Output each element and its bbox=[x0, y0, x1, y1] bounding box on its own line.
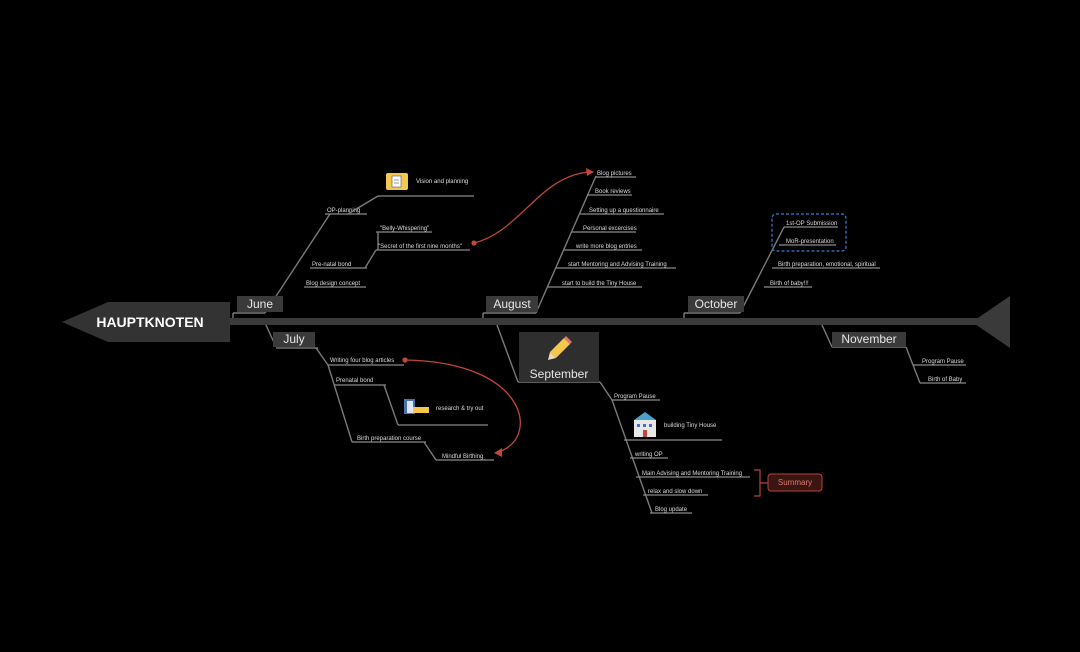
branch-september: September Program Pause building Tiny Ho… bbox=[496, 324, 823, 514]
building-icon bbox=[634, 412, 656, 437]
branch-july: July Writing four blog articles Prenatal… bbox=[265, 324, 494, 461]
month-august-label: August bbox=[493, 297, 531, 311]
relationship-secret-to-blog-pictures[interactable] bbox=[471, 168, 594, 246]
book-icon bbox=[404, 399, 429, 414]
summary-label: Summary bbox=[778, 478, 812, 487]
central-topic-label: HAUPTKNOTEN bbox=[96, 314, 203, 330]
month-september-label: September bbox=[530, 367, 589, 381]
spine bbox=[225, 318, 980, 325]
summary-box[interactable] bbox=[767, 473, 823, 492]
tail bbox=[972, 296, 1010, 348]
month-october[interactable] bbox=[688, 296, 744, 312]
node-secret[interactable]: "Secret of the first nine months" bbox=[378, 244, 462, 250]
node-prenatal-bond-july[interactable]: Prenatal bond bbox=[336, 378, 373, 384]
node-mor-presentation[interactable]: MoR-presentation bbox=[786, 239, 834, 245]
branch-november: November Program Pause Birth of Baby bbox=[821, 324, 966, 384]
month-september[interactable] bbox=[519, 332, 599, 382]
month-june[interactable] bbox=[237, 296, 283, 312]
node-op-planning[interactable]: OP-planning bbox=[327, 208, 360, 214]
node-more-blog-entries[interactable]: write more blog entries bbox=[575, 244, 637, 250]
month-july-label: July bbox=[283, 332, 304, 346]
boundary-box bbox=[771, 213, 847, 252]
central-topic[interactable]: HAUPTKNOTEN bbox=[62, 302, 230, 342]
node-mindful-birthing[interactable]: Mindful Birthing bbox=[442, 454, 483, 460]
month-october-label: October bbox=[695, 297, 738, 311]
month-june-label: June bbox=[247, 297, 273, 311]
pencil-icon bbox=[548, 336, 572, 360]
branch-october: October 1st-OP Submission MoR-presentati… bbox=[683, 213, 880, 318]
node-writing-op[interactable]: writing OP bbox=[634, 452, 663, 458]
node-op-submission[interactable]: 1st-OP Submission bbox=[786, 221, 837, 227]
node-tiny-house-start[interactable]: start to build the Tiny House bbox=[562, 281, 637, 287]
node-book-reviews[interactable]: Book reviews bbox=[595, 189, 631, 195]
summary-bracket bbox=[754, 469, 768, 497]
month-august[interactable] bbox=[486, 296, 538, 312]
node-research[interactable]: research & try out bbox=[436, 406, 484, 412]
node-belly-whispering[interactable]: "Belly-Whispering" bbox=[380, 226, 429, 232]
node-program-pause-sep[interactable]: Program Pause bbox=[614, 394, 656, 400]
node-birth-of-baby-nov[interactable]: Birth of Baby bbox=[928, 377, 962, 383]
node-vision[interactable]: Vision and planning bbox=[416, 179, 468, 185]
month-july[interactable] bbox=[273, 332, 315, 347]
node-birth-of-baby-oct[interactable]: Birth of baby!!! bbox=[770, 281, 809, 287]
node-personal-exercises[interactable]: Personal excercises bbox=[583, 226, 637, 232]
node-birth-course[interactable]: Birth preparation course bbox=[357, 436, 422, 442]
node-blog-pictures[interactable]: Blog pictures bbox=[597, 171, 632, 177]
node-main-training[interactable]: Main Advising and Mentoring Training bbox=[642, 471, 742, 477]
node-questionnaire[interactable]: Setting up a questionnaire bbox=[589, 208, 659, 214]
branch-august: August Blog pictures Book reviews Settin… bbox=[482, 171, 676, 318]
node-writing-articles[interactable]: Writing four blog articles bbox=[330, 358, 394, 364]
branch-june: June OP-planning Vision and planning Pre… bbox=[232, 173, 474, 318]
relationship-writing-to-mindful[interactable] bbox=[402, 357, 521, 457]
node-blog-design[interactable]: Blog design concept bbox=[306, 281, 360, 287]
node-relax[interactable]: relax and slow down bbox=[648, 489, 702, 495]
node-program-pause-nov[interactable]: Program Pause bbox=[922, 359, 964, 365]
node-start-mentoring[interactable]: start Mentoring and Advising Training bbox=[568, 262, 667, 268]
node-building-tiny-house[interactable]: building Tiny House bbox=[664, 423, 717, 429]
month-november[interactable] bbox=[832, 332, 906, 347]
node-birth-preparation[interactable]: Birth preparation, emotional, spiritual bbox=[778, 262, 876, 268]
month-november-label: November bbox=[841, 332, 896, 346]
folder-document-icon bbox=[386, 173, 408, 190]
node-blog-update[interactable]: Blog update bbox=[655, 507, 688, 513]
node-prenatal-bond[interactable]: Pre-natal bond bbox=[312, 262, 351, 268]
